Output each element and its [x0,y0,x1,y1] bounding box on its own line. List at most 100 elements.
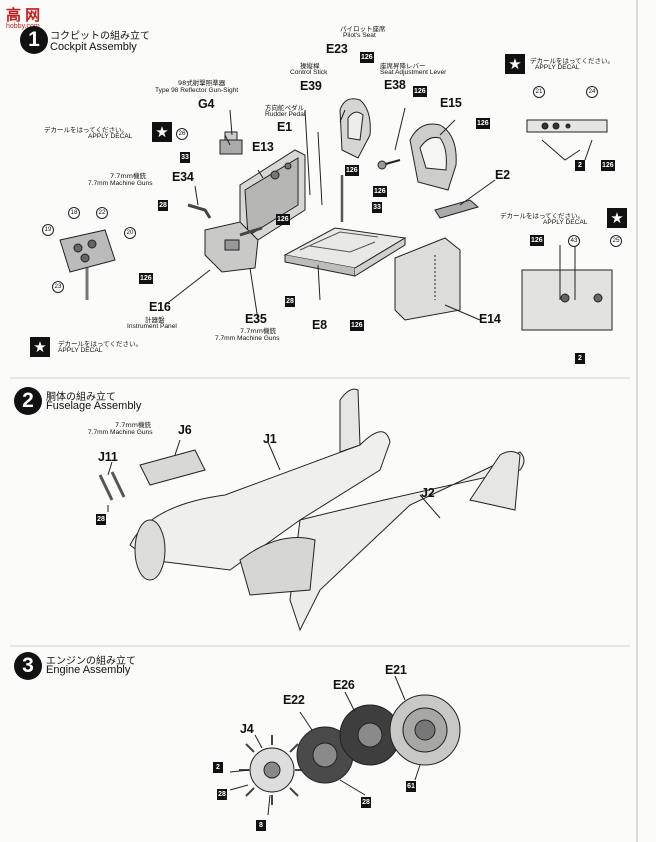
paint-code: 33 [180,152,190,163]
part-label-e2: E2 [495,168,510,182]
decal-number: 21 [533,86,545,98]
decal-star-icon: ★ [30,337,50,357]
fuselage-drawing [129,388,525,632]
paint-code: 126 [360,52,374,63]
paint-code: 126 [139,273,153,284]
step-2-badge: 2 [14,387,42,415]
part-label-j2: J2 [421,486,435,500]
paint-code: 126 [373,186,387,197]
decal-number: 25 [610,235,622,247]
paint-code: 28 [96,514,106,525]
step2-mg-name-jp: 7.7mm機銃 [115,421,152,429]
gunsight-name-en: Type 98 Reflector Gun-Sight [155,87,239,94]
part-label-j1: J1 [263,432,277,446]
mg2-name-en: 7.7mm Machine Guns [215,335,280,342]
mg-name-jp: 7.7mm機銃 [110,172,147,180]
stick-name-jp: 操縦桿 [300,62,320,70]
instrument-panel-drawing [59,221,259,300]
rudder-name-en: Rudder Pedal [265,111,306,118]
rudder-name-jp: 方向舵ペダル [265,104,304,112]
part-label-e35: E35 [245,312,267,326]
part-label-e26: E26 [333,678,355,692]
decal-number: 20 [124,227,136,239]
part-label-e22: E22 [283,693,305,707]
part-label-j6: J6 [178,423,192,437]
step-2-title-jp: 胴体の組み立て [46,392,116,403]
paint-code: 61 [406,781,416,792]
paint-code: 2 [575,353,585,364]
paint-code: 126 [413,86,427,97]
watermark-logo: 高 网 [6,7,41,24]
decal-number: 19 [42,224,54,236]
decal-number: 26 [176,128,188,140]
gun-sight-drawing [219,131,243,155]
part-label-e21: E21 [385,663,407,677]
step-1-title-jp: コクピットの組み立て [50,31,150,42]
seat-name-en: Pilot's Seat [343,32,376,39]
step-1-title-en: Cockpit Assembly [50,41,137,53]
paint-code: 2 [213,762,223,773]
part-label-e8: E8 [312,318,327,332]
paint-code: 28 [217,789,227,800]
decal-note-2-jp: デカールをはってください。 [58,340,142,348]
decal-note-1-en: APPLY DECAL [88,133,133,140]
paint-code: 8 [256,820,266,831]
step-2-title-en: Fuselage Assembly [46,400,142,412]
paint-code: 126 [350,320,364,331]
paint-code: 126 [530,235,544,246]
part-label-e1: E1 [277,120,292,134]
decal-note-4-en: APPLY DECAL [543,219,588,226]
panel-name-en: Instrument Panel [127,323,177,330]
part-label-e34: E34 [172,170,194,184]
decal-number: 24 [586,86,598,98]
step-1-badge: 1 [20,26,48,54]
step-3-title-en: Engine Assembly [46,664,131,676]
part-label-e15: E15 [440,96,462,110]
part-label-e13: E13 [252,140,274,154]
paint-code: 126 [601,160,615,171]
part-label-j4: J4 [240,722,254,736]
gunsight-name-jp: 98式射撃照準器 [178,79,226,87]
paint-code: 126 [345,165,359,176]
part-label-e16: E16 [149,300,171,314]
decal-star-icon: ★ [505,54,525,74]
decal-number: 22 [96,207,108,219]
paint-code: 28 [158,200,168,211]
decal-note-2-en: APPLY DECAL [58,347,103,354]
mg-name-en: 7.7mm Machine Guns [88,180,153,187]
cockpit-floor-drawing [283,227,407,277]
panel-name-jp: 計器盤 [145,316,165,324]
seat-name-jp: パイロット座席 [340,25,386,33]
paint-code: 126 [276,214,290,225]
paint-code: 28 [361,797,371,808]
decal-note-3-jp: デカールをはってください。 [530,57,614,65]
paint-code: 28 [285,296,295,307]
part-label-e14: E14 [479,312,501,326]
part-label-e39: E39 [300,79,322,93]
floor-panel-drawing [394,237,461,321]
mg2-name-jp: 7.7mm機銃 [240,327,277,335]
paint-code: 33 [372,202,382,213]
part-label-e38: E38 [384,78,406,92]
decal-number: 23 [52,281,64,293]
watermark-url: hobby.com [6,23,40,30]
part-label-e23: E23 [326,42,348,56]
paint-code: 126 [476,118,490,129]
decal-note-1-jp: デカールをはってください。 [44,126,128,134]
step-3-badge: 3 [14,652,42,680]
part-label-g4: G4 [198,97,215,111]
engine-drawing [239,694,461,805]
lever-name-en: Seat Adjustment Lever [380,69,447,76]
lever-name-jp: 座席昇降レバー [380,62,426,70]
pilot-seat-drawing [339,98,371,159]
step-3-title-jp: エンジンの組み立て [46,656,136,667]
stick-name-en: Control Stick [290,69,328,76]
decal-note-3-en: APPLY DECAL [535,64,580,71]
decal-note-4-jp: デカールをはってください。 [500,212,584,220]
paint-code: 2 [575,160,585,171]
bulkhead-drawing [409,123,457,191]
part-label-j11: J11 [98,450,118,464]
decal-number: 43 [568,235,580,247]
